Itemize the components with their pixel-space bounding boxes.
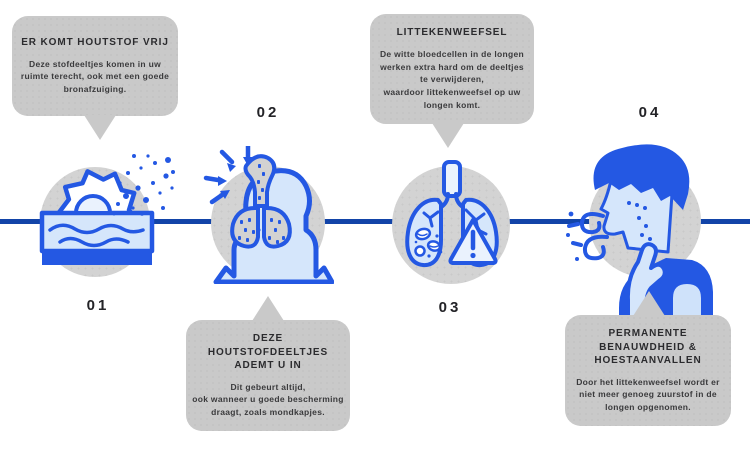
step-2-callout-title: DEZE HOUTSTOFDEELTJES ADEMT U IN [207, 333, 329, 371]
step-3-callout-title: LITTEKENWEEFSEL [396, 27, 508, 39]
timeline-line [0, 219, 750, 224]
scarred-lungs-warning-icon [405, 160, 499, 268]
circular-saw-dust-icon [39, 169, 155, 265]
callout-tail [633, 291, 665, 316]
inhale-arrows-icon [203, 146, 253, 205]
skin-dust-dots-icon [627, 201, 652, 241]
step-4-callout-title: PERMANENTE BENAUWDHEID & HOESTAANVALLEN [594, 328, 702, 366]
step-3-callout-body: De witte bloedcellen in de longen werken… [379, 48, 525, 110]
step-3-number: 03 [438, 299, 462, 316]
step-4-number: 04 [638, 104, 662, 121]
step-2-number: 02 [256, 104, 280, 121]
step-4-callout: PERMANENTE BENAUWDHEID & HOESTAANVALLEN … [565, 291, 731, 426]
step-1-callout: ER KOMT HOUTSTOF VRIJ Deze stofdeeltjes … [12, 16, 178, 140]
step-2-callout: DEZE HOUTSTOFDEELTJES ADEMT U IN Dit geb… [186, 296, 350, 431]
step-3-callout: LITTEKENWEEFSEL De witte bloedcellen in … [370, 14, 534, 148]
step-2-callout-body: Dit gebeurt altijd, ook wanneer u goede … [192, 381, 344, 418]
step-1-callout-body: Deze stofdeeltjes komen in uw ruimte ter… [20, 58, 170, 95]
white-blood-cells-icon [414, 227, 443, 258]
warning-triangle-icon [448, 218, 498, 265]
step-1-callout-title: ER KOMT HOUTSTOF VRIJ [21, 37, 169, 49]
callout-tail [432, 123, 464, 148]
inhaling-dust-lungs-icon [203, 146, 334, 284]
callout-tail [84, 115, 116, 140]
step-1-number: 01 [86, 297, 110, 314]
cough-air-icon [566, 211, 609, 261]
callout-tail [252, 296, 284, 321]
dust-particles-icon [112, 154, 175, 216]
step-4-callout-body: Door het littekenweefsel wordt er niet m… [576, 376, 720, 413]
